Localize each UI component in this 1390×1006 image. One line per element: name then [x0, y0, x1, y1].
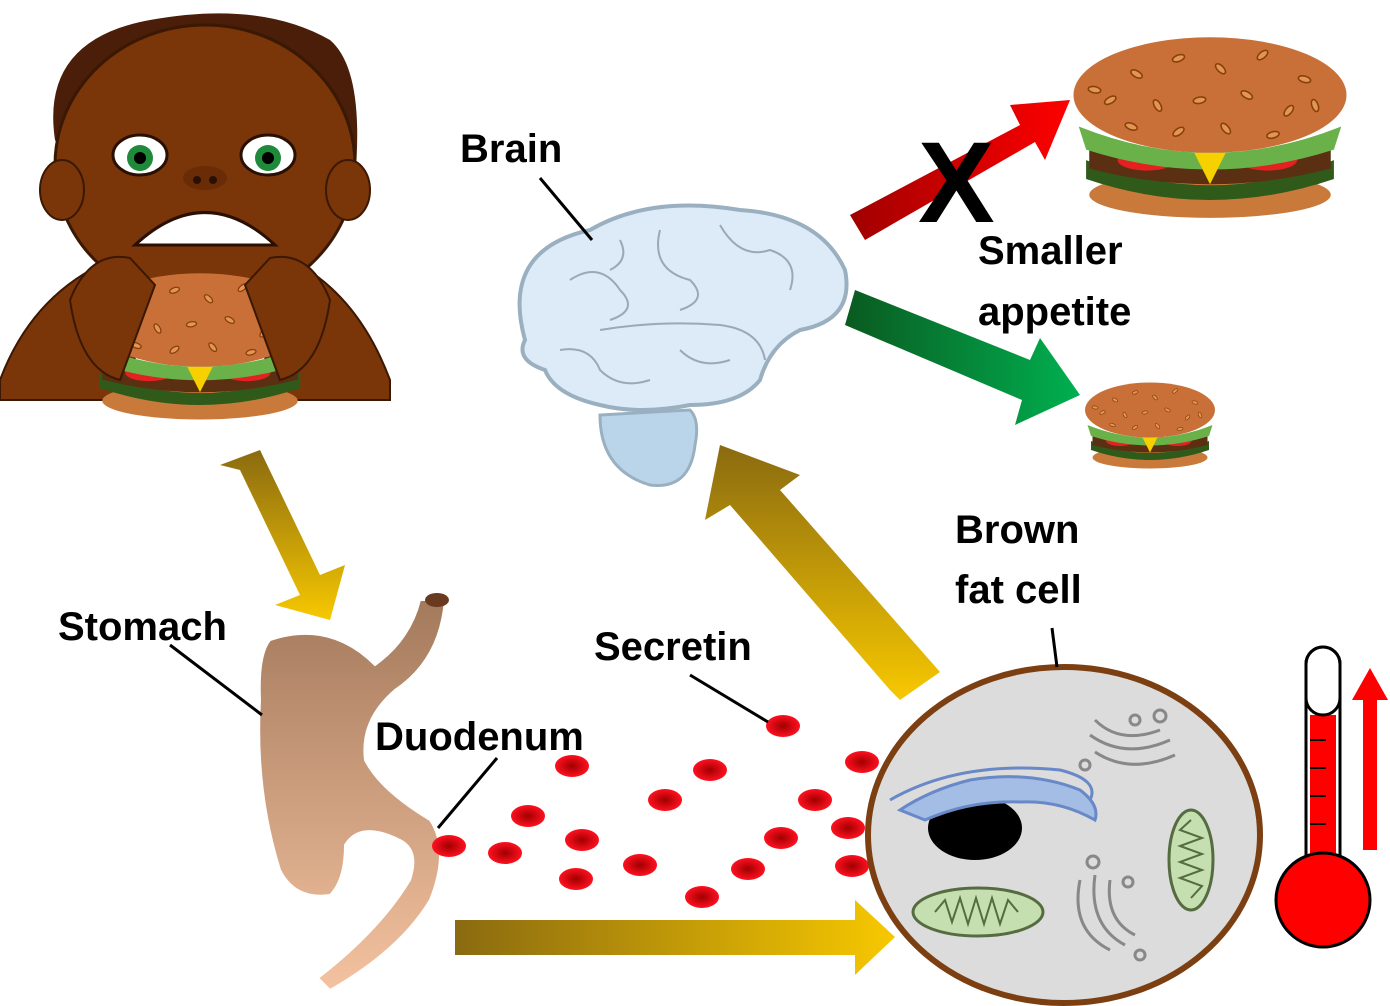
fat-cell-leader-line	[1050, 627, 1059, 668]
smaller-appetite-label-line1: Smaller	[978, 229, 1123, 273]
stomach-leader-line	[169, 643, 263, 717]
arrow-brain-to-large-burger	[850, 100, 1070, 240]
secretin-dot	[555, 755, 589, 777]
duodenum-label: Duodenum	[375, 715, 584, 759]
brain-label: Brain	[460, 127, 562, 171]
secretin-dot	[835, 855, 869, 877]
secretin-dot	[648, 789, 682, 811]
secretin-dot	[432, 835, 466, 857]
secretin-dot	[764, 827, 798, 849]
brown-fat-cell-icon	[865, 664, 1263, 1006]
secretin-dot	[831, 817, 865, 839]
arrow-cell-to-brain	[705, 445, 940, 700]
burger-small-icon	[1084, 382, 1216, 469]
x-mark: X	[918, 119, 995, 247]
secretin-dot	[559, 868, 593, 890]
brain-icon	[517, 203, 849, 487]
thermometer-rising-icon	[1274, 645, 1388, 949]
secretin-dot	[565, 829, 599, 851]
secretin-dot	[623, 854, 657, 876]
arrow-brain-to-small-burger	[845, 290, 1080, 425]
secretin-dot	[685, 886, 719, 908]
smaller-appetite-label-line2: appetite	[978, 290, 1131, 334]
brown-fat-cell-label-line2: fat cell	[955, 568, 1082, 612]
burger-large-icon	[1072, 36, 1348, 219]
arrow-child-to-stomach	[220, 450, 345, 620]
secretin-dot	[766, 715, 800, 737]
brain-leader-line	[538, 177, 594, 241]
secretin-dot	[798, 789, 832, 811]
brown-fat-cell-label-line1: Brown	[955, 508, 1079, 552]
secretin-dot	[845, 751, 879, 773]
stomach-label: Stomach	[58, 605, 227, 649]
secretin-dot	[731, 858, 765, 880]
secretin-leader-line	[689, 673, 769, 724]
duodenum-leader-line	[436, 757, 499, 829]
secretin-dots	[432, 715, 879, 908]
child-eating-burger-icon	[0, 13, 391, 421]
arrow-duodenum-to-cell	[455, 900, 895, 975]
stomach-icon	[258, 593, 449, 992]
secretin-label: Secretin	[594, 625, 752, 669]
secretin-dot	[511, 805, 545, 827]
secretin-dot	[488, 842, 522, 864]
secretin-dot	[693, 759, 727, 781]
